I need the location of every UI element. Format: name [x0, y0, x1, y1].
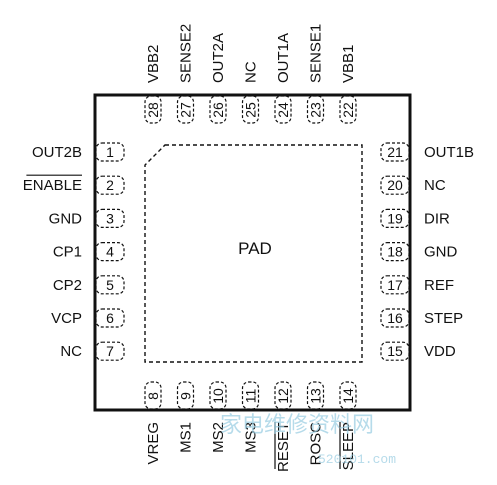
pin-14-sleep-pad	[339, 381, 357, 410]
pin-6-vcp-label: VCP	[51, 310, 82, 327]
pin-4-cp1-pad	[95, 242, 125, 262]
pin-26-out2a-pad	[209, 95, 227, 124]
pin-12-reset-pad	[274, 381, 292, 410]
pin-3-gnd-number: 3	[106, 210, 114, 226]
pin-1-out2b-label: OUT2B	[32, 144, 82, 161]
pin-19-dir-number: 19	[387, 210, 403, 226]
pin-17-ref-number: 17	[387, 277, 403, 293]
pin-25-nc-pad	[241, 95, 260, 124]
pin-19-dir-pad	[380, 208, 410, 228]
pin-13-rosc-label: ROSC	[308, 422, 325, 466]
pin-21-out1b-number: 21	[387, 144, 403, 160]
pin-24-out1a-pad	[274, 95, 292, 124]
pin-20-nc-pad	[380, 175, 410, 195]
pin-25-nc-number: 25	[243, 102, 259, 118]
pin-7-nc-number: 7	[106, 343, 114, 359]
pin-3-gnd-pad	[95, 208, 125, 228]
pin-13-rosc-pad	[306, 381, 325, 410]
pin-21-out1b-pad	[380, 142, 410, 162]
pin-20-nc-label: NC	[424, 177, 446, 194]
pin-18-gnd-number: 18	[387, 244, 403, 260]
pin-28-vbb2-number: 28	[145, 102, 161, 118]
pin-10-ms2-label: MS2	[210, 422, 227, 453]
pin-6-vcp-pad	[95, 308, 125, 328]
pin-26-out2a-number: 26	[210, 102, 226, 118]
pin-23-sense1-label: SENSE1	[308, 24, 325, 83]
pin-27-sense2-label: SENSE2	[178, 24, 195, 83]
pin-2-enable-label: ENABLE	[23, 177, 82, 194]
pin-4-cp1-label: CP1	[53, 244, 82, 261]
pin-11-ms3-number: 11	[243, 389, 259, 404]
pin-22-vbb1-pad	[339, 95, 357, 124]
pin-14-sleep-label: SLEEP	[340, 422, 357, 470]
thermal-pad-label: PAD	[238, 239, 272, 258]
pin-21-out1b-label: OUT1B	[424, 144, 474, 161]
watermark-url: 520101.com	[318, 452, 396, 467]
pin-20-nc-number: 20	[387, 177, 403, 193]
pin-15-vdd-number: 15	[387, 343, 403, 359]
pin-18-gnd-pad	[380, 242, 410, 262]
pin-9-ms1-number: 9	[178, 392, 194, 400]
pin-7-nc-label: NC	[60, 343, 82, 360]
pin-13-rosc-number: 13	[308, 388, 324, 404]
pin-2-enable-number: 2	[106, 177, 114, 193]
pin-27-sense2-number: 27	[178, 102, 194, 118]
pin-9-ms1-pad	[176, 381, 195, 410]
pin-3-gnd-label: GND	[49, 210, 83, 227]
pin-15-vdd-label: VDD	[424, 343, 456, 360]
pin-1-out2b-number: 1	[106, 144, 114, 160]
pin-16-step-number: 16	[387, 310, 403, 326]
pin-8-vreg-pad	[144, 381, 162, 410]
pin-15-vdd-pad	[380, 341, 410, 361]
pin-25-nc-label: NC	[243, 61, 260, 83]
pin-5-cp2-pad	[95, 275, 125, 295]
pin-28-vbb2-pad	[144, 95, 162, 124]
pin-16-step-pad	[380, 308, 410, 328]
pin-24-out1a-number: 24	[275, 102, 291, 118]
pin-16-step-label: STEP	[424, 310, 463, 327]
pin-1-out2b-pad	[95, 142, 125, 162]
pin-6-vcp-number: 6	[106, 310, 114, 326]
pin-5-cp2-label: CP2	[53, 277, 82, 294]
pin-17-ref-label: REF	[424, 277, 454, 294]
pin-12-reset-number: 12	[275, 388, 291, 404]
watermark-layer: 家电维修资料网 520101.com	[220, 413, 396, 467]
pin-17-ref-pad	[380, 275, 410, 295]
pin-27-sense2-pad	[176, 95, 195, 124]
pin-19-dir-label: DIR	[424, 210, 450, 227]
pin-23-sense1-number: 23	[308, 102, 324, 118]
pin-7-nc-pad	[95, 341, 125, 361]
pin-18-gnd-label: GND	[424, 244, 458, 261]
pin-14-sleep-number: 14	[340, 388, 356, 404]
pin-10-ms2-pad	[209, 381, 227, 410]
pin-22-vbb1-number: 22	[340, 102, 356, 118]
pin-24-out1a-label: OUT1A	[275, 33, 292, 83]
pin-2-enable-pad	[95, 175, 125, 195]
pin-5-cp2-number: 5	[106, 277, 114, 293]
pin-11-ms3-pad	[241, 381, 260, 410]
pin-12-reset-label: RESET	[275, 422, 292, 472]
thermal-pad-outline	[144, 144, 363, 363]
pin-22-vbb1-label: VBB1	[340, 45, 357, 83]
pin-4-cp1-number: 4	[106, 244, 114, 260]
pin-11-ms3-label: MS3	[243, 422, 260, 453]
pin-28-vbb2-label: VBB2	[145, 45, 162, 83]
pin-26-out2a-label: OUT2A	[210, 33, 227, 83]
pin-9-ms1-label: MS1	[178, 422, 195, 453]
pin-10-ms2-number: 10	[210, 388, 226, 404]
pin-23-sense1-pad	[306, 95, 325, 124]
pin-8-vreg-label: VREG	[145, 422, 162, 465]
package-body	[93, 93, 412, 412]
pin-8-vreg-number: 8	[145, 392, 161, 400]
watermark-text: 家电维修资料网	[220, 413, 374, 438]
